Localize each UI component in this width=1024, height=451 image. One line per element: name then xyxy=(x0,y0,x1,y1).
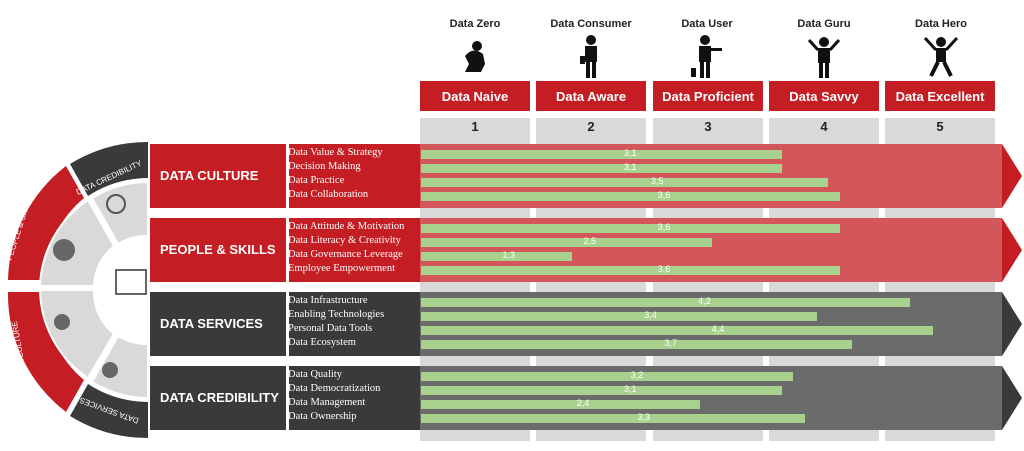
score-value-label: 4,2 xyxy=(698,296,711,306)
level-number-2: 2 xyxy=(587,119,595,134)
wheel-segment-culture xyxy=(7,292,84,412)
sub-dimension-label: Data Infrastructure xyxy=(288,295,368,306)
wheel-segment-people xyxy=(8,166,84,280)
persona-data-consumer: Data Consumer xyxy=(532,18,650,78)
dimension-label: DATA CREDIBILITY xyxy=(160,390,279,405)
persona-label: Data User xyxy=(681,18,733,30)
score-bar xyxy=(421,386,782,395)
presenting-person-icon xyxy=(691,35,722,78)
score-bar xyxy=(421,298,910,307)
sub-dimension-label: Data Practice xyxy=(288,175,345,186)
target-icon xyxy=(106,194,126,214)
sub-dimension-label: Employee Empowerment xyxy=(288,263,396,274)
score-bar xyxy=(421,312,817,321)
wheel-inner-2 xyxy=(38,198,116,287)
score-value-label: 3,2 xyxy=(630,370,644,380)
dimension-label: DATA SERVICES xyxy=(160,316,263,331)
persona-label: Data Guru xyxy=(797,18,851,30)
wheel-segment-services xyxy=(70,384,148,439)
score-bar xyxy=(421,192,841,201)
center-screen-icon xyxy=(115,269,147,295)
network-people-icon xyxy=(54,314,70,330)
persona-data-guru: Data Guru xyxy=(765,18,883,78)
sub-dimension-label: Data Management xyxy=(288,397,366,408)
jumping-person-icon xyxy=(923,36,959,77)
score-bar xyxy=(421,326,934,335)
level-number-4: 4 xyxy=(820,119,828,134)
score-value-label: 3,7 xyxy=(664,338,678,348)
score-bar xyxy=(421,266,841,275)
sub-dimension-label: Data Ownership xyxy=(288,411,357,422)
sub-dimension-label: Data Value & Strategy xyxy=(288,147,383,158)
band-separator xyxy=(286,366,289,430)
score-bar xyxy=(421,164,782,173)
band-separator xyxy=(286,292,289,356)
score-bar xyxy=(421,414,806,423)
standing-person-icon xyxy=(580,35,597,78)
score-bar xyxy=(421,150,782,159)
score-value-label: 3,5 xyxy=(651,176,664,186)
score-bar xyxy=(421,224,841,233)
sub-dimension-label: Personal Data Tools xyxy=(288,323,373,334)
persona-data-user: Data User xyxy=(648,18,766,78)
score-bar xyxy=(421,340,852,349)
level-number-5: 5 xyxy=(936,119,944,134)
score-bar xyxy=(421,400,701,409)
score-value-label: 3,6 xyxy=(657,190,671,200)
score-value-label: 3,1 xyxy=(624,162,637,172)
persona-label: Data Hero xyxy=(915,18,967,30)
score-value-label: 4,4 xyxy=(711,324,725,334)
level-number-3: 3 xyxy=(704,119,712,134)
sub-dimension-label: Data Collaboration xyxy=(288,189,369,200)
band-separator xyxy=(286,144,289,208)
score-value-label: 1,3 xyxy=(502,250,516,260)
wheel-segment-credibility xyxy=(70,141,148,196)
network-nodes-icon xyxy=(102,362,118,378)
kneeling-person-icon xyxy=(465,41,485,72)
level-header-1: Data Naive xyxy=(420,81,530,111)
score-value-label: 3,1 xyxy=(624,384,637,394)
persona-label: Data Zero xyxy=(449,18,501,30)
level-header-4: Data Savvy xyxy=(769,81,879,111)
score-value-label: 3,3 xyxy=(637,412,651,422)
sub-dimension-label: Decision Making xyxy=(288,161,361,172)
wheel-inner-4 xyxy=(90,334,149,400)
persona-data-hero: Data Hero xyxy=(882,18,1000,78)
sub-dimension-label: Data Ecosystem xyxy=(288,337,356,348)
score-value-label: 2,5 xyxy=(583,236,597,246)
level-header-3: Data Proficient xyxy=(653,81,763,111)
score-bar xyxy=(421,238,712,247)
score-value-label: 3,4 xyxy=(644,310,657,320)
score-value-label: 3,1 xyxy=(624,148,637,158)
dimension-label: DATA CULTURE xyxy=(160,168,259,183)
person-head-icon xyxy=(53,239,75,261)
band-separator xyxy=(286,218,289,282)
persona-label: Data Consumer xyxy=(550,18,632,30)
score-bar xyxy=(421,252,573,261)
level-header-2: Data Aware xyxy=(536,81,646,111)
sub-dimension-label: Data Quality xyxy=(288,369,342,380)
score-value-label: 3,6 xyxy=(657,222,671,232)
wheel-inner-3 xyxy=(38,289,116,380)
sub-dimension-label: Data Attitude & Motivation xyxy=(288,221,405,232)
sub-dimension-label: Enabling Technologies xyxy=(288,309,385,320)
arms-raised-person-icon xyxy=(807,37,841,78)
score-value-label: 3,6 xyxy=(657,264,671,274)
level-number-1: 1 xyxy=(471,119,479,134)
dimension-wheel: DATA CREDIBILITY PEOPLE & SKILLS DATA CU… xyxy=(5,141,149,439)
level-header-5: Data Excellent xyxy=(885,81,995,111)
sub-dimension-label: Data Governance Leverage xyxy=(288,249,403,260)
score-bar xyxy=(421,372,794,381)
dimension-label: PEOPLE & SKILLS xyxy=(160,242,276,257)
sub-dimension-label: Data Democratization xyxy=(288,383,381,394)
score-value-label: 2,4 xyxy=(576,398,590,408)
sub-dimension-label: Data Literacy & Creativity xyxy=(288,235,401,246)
score-bar xyxy=(421,178,829,187)
persona-data-zero: Data Zero xyxy=(416,18,534,76)
